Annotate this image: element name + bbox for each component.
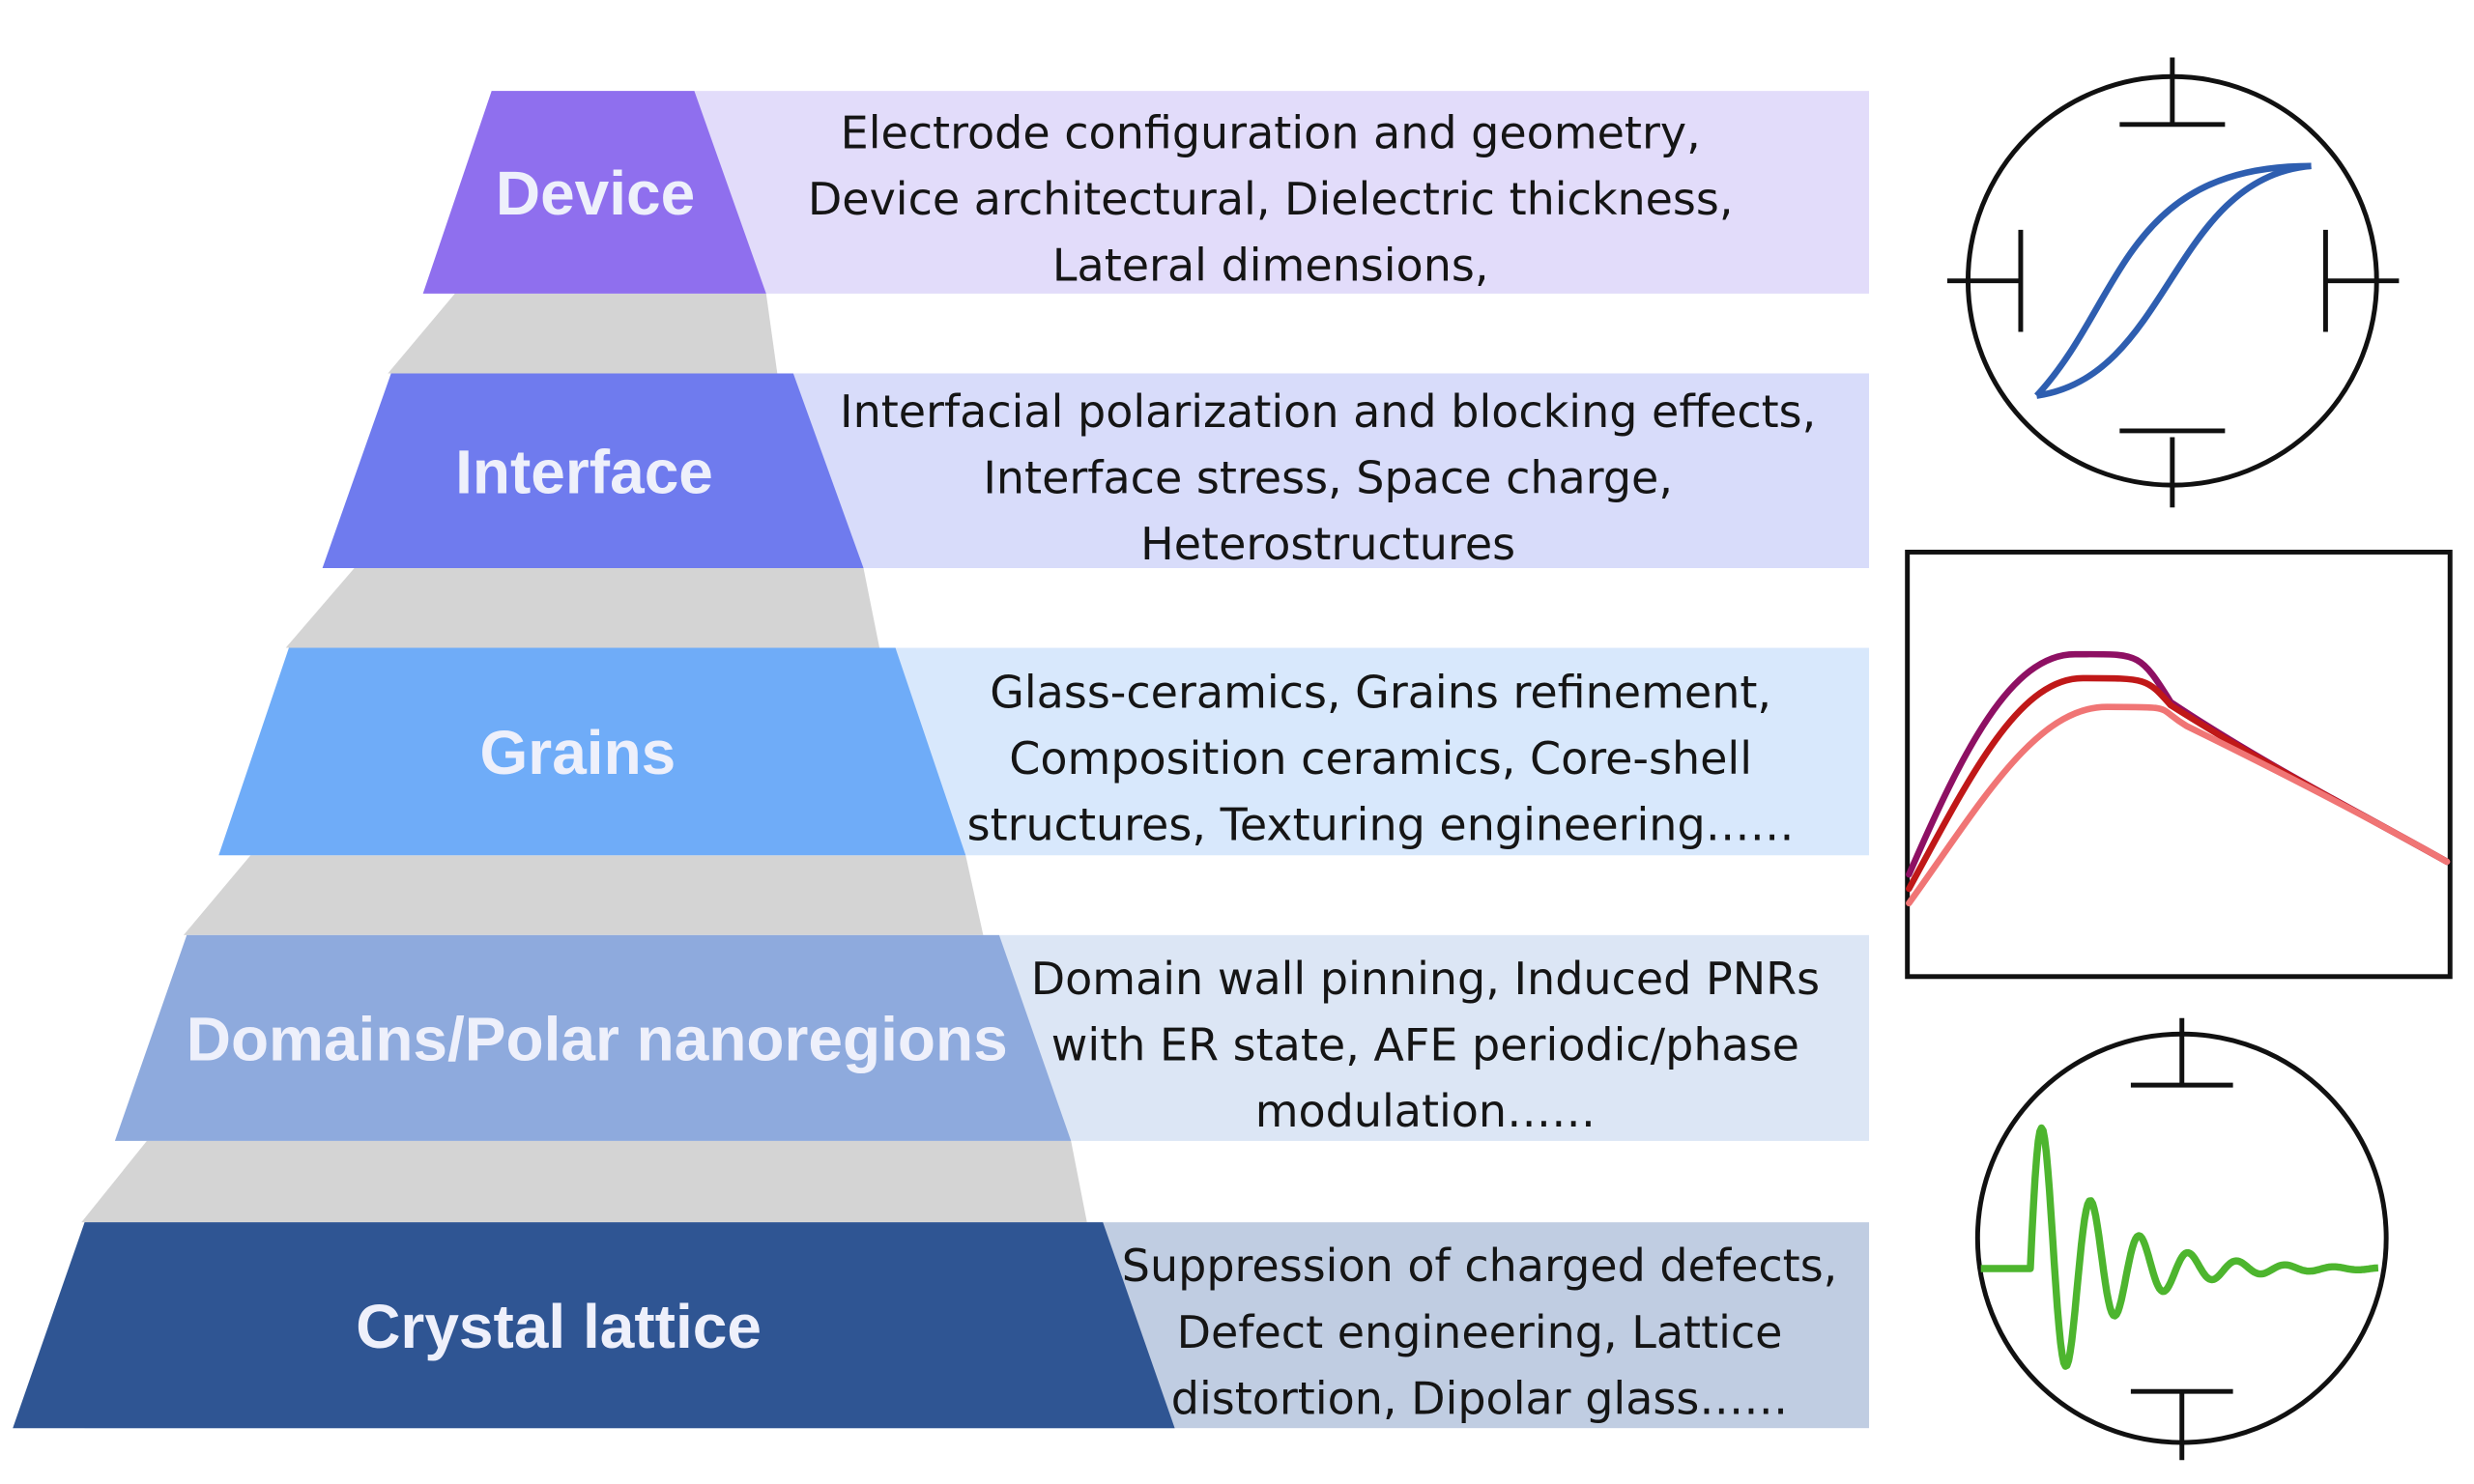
connector-layer — [81, 293, 1087, 1223]
connector-interface — [285, 567, 880, 648]
level-label-device: Device — [496, 158, 695, 228]
trapezoid-domains — [114, 934, 1072, 1141]
description-line: structures, Texturing engineering…… — [967, 799, 1795, 851]
level-label-domains: Domains/Polar nanoregions — [187, 1004, 1008, 1073]
description-line: Heterostructures — [1140, 518, 1515, 570]
connector-domains — [81, 1140, 1087, 1223]
level-label-crystal: Crystal lattice — [356, 1292, 762, 1361]
level-label-grains: Grains — [480, 718, 676, 787]
description-line: with ER state, AFE periodic/phase — [1051, 1018, 1799, 1070]
description-line: Defect engineering, Lattice — [1177, 1306, 1783, 1358]
description-line: Composition ceramics, Core-shell — [1009, 732, 1752, 785]
dielectric-peak-chart-icon — [1905, 549, 2453, 980]
trapezoid-device — [422, 91, 766, 294]
trapezoid-crystal — [13, 1222, 1175, 1429]
description-line: Lateral dimensions, — [1052, 240, 1489, 292]
hysteresis-loop-icon — [1946, 57, 2400, 508]
connector-grains — [183, 855, 984, 935]
level-label-interface: Interface — [455, 437, 713, 506]
description-line: Interface stress, Space charge, — [983, 451, 1673, 503]
trapezoid-grains — [218, 647, 966, 856]
connector-device — [388, 293, 778, 374]
description-line: Interfacial polarization and blocking ef… — [840, 385, 1816, 438]
damped-oscillation-icon — [1974, 1017, 2389, 1461]
description-line: Suppression of charged defects, — [1122, 1240, 1838, 1292]
description-line: Domain wall pinning, Induced PNRs — [1031, 953, 1820, 1005]
description-line: Device architectural, Dielectric thickne… — [808, 173, 1734, 225]
description-line: modulation…… — [1255, 1085, 1596, 1137]
description-line: Glass-ceramics, Grains refinement, — [990, 666, 1771, 718]
description-line: distortion, Dipolar glass…… — [1171, 1372, 1789, 1424]
description-line: Electrode configuration and geometry, — [841, 107, 1701, 159]
trapezoid-interface — [322, 373, 864, 568]
icon-layer — [1905, 57, 2453, 1461]
